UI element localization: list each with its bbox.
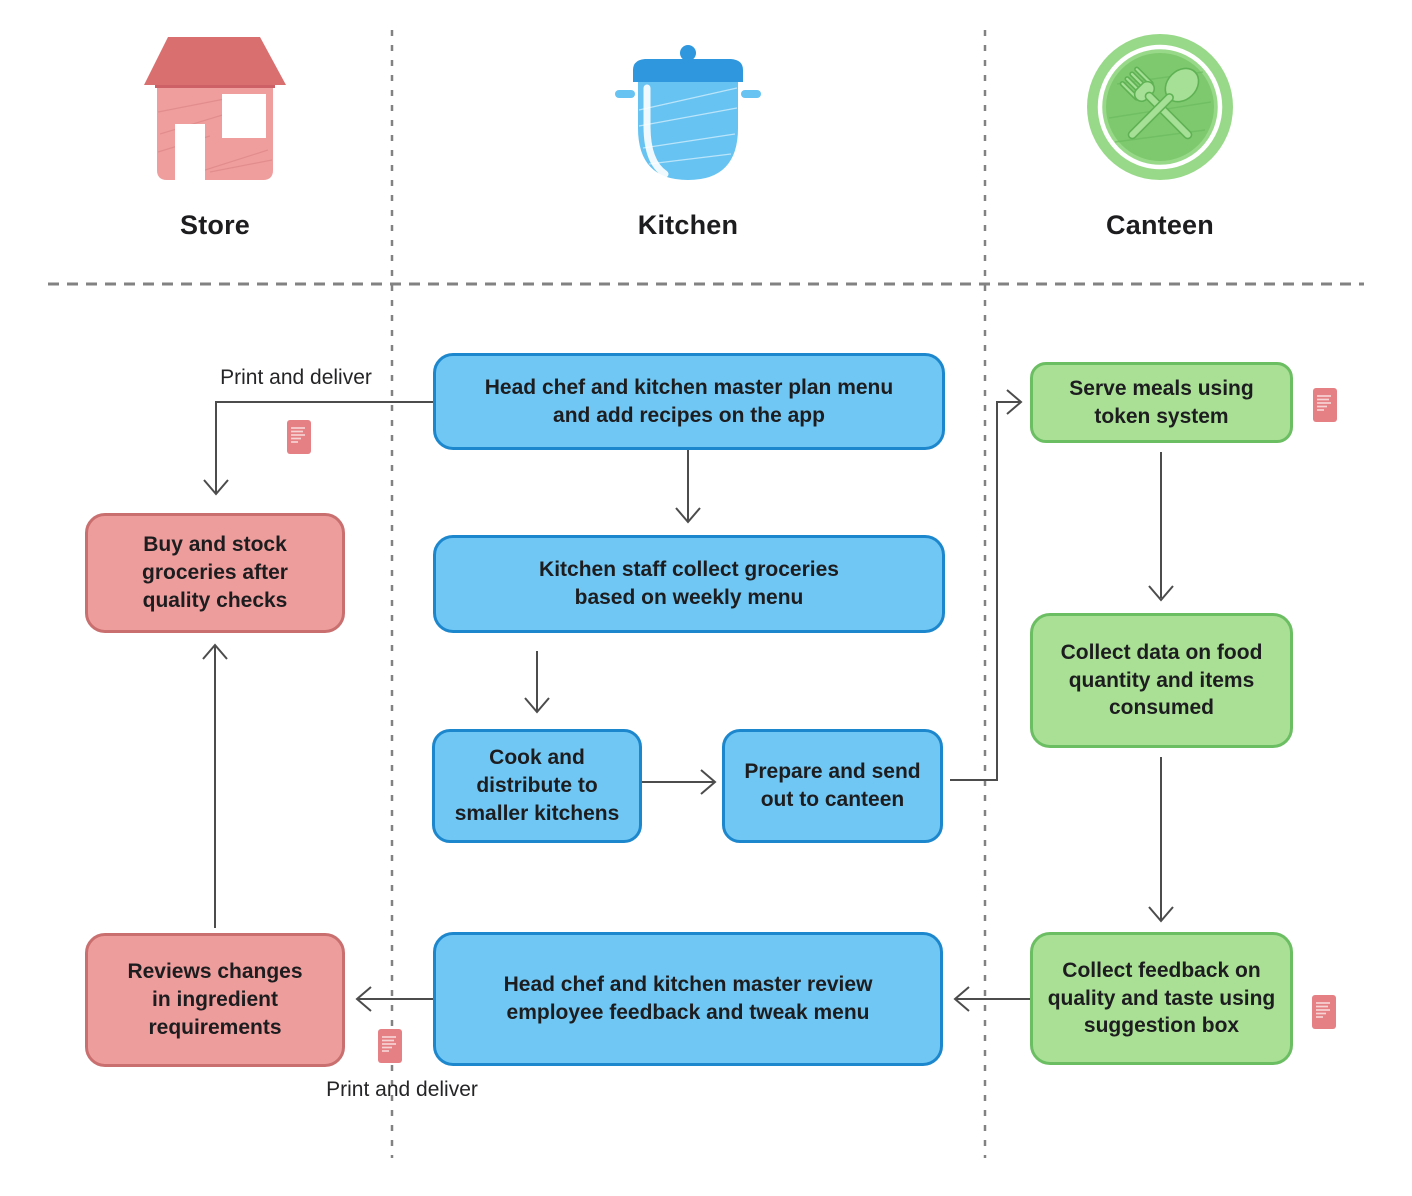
connector-prepare-to-serve xyxy=(950,389,1023,781)
spoon-icon xyxy=(1127,67,1200,140)
node-buy-stock: Buy and stock groceries after quality ch… xyxy=(85,513,345,633)
pot-handle-left xyxy=(615,90,635,98)
node-plan-menu: Head chef and kitchen master plan menu a… xyxy=(433,353,945,450)
connector-serve-to-data xyxy=(1148,452,1174,602)
house-window xyxy=(222,94,266,138)
lane-label-store: Store xyxy=(179,210,251,240)
pot-texture-lines xyxy=(638,87,738,165)
node-serve-meals: Serve meals using token system xyxy=(1030,362,1293,443)
document-icon xyxy=(378,1029,402,1063)
cooking-pot-icon xyxy=(615,45,761,180)
fork-icon xyxy=(1119,66,1193,140)
lane-dividers xyxy=(48,30,1364,1158)
node-collect-data: Collect data on food quantity and items … xyxy=(1030,613,1293,748)
node-collect-feedback: Collect feedback on quality and taste us… xyxy=(1030,932,1293,1065)
connector-groceries-to-cook xyxy=(524,651,550,714)
house-icon xyxy=(144,37,286,180)
connector-cook-to-prepare xyxy=(642,769,717,795)
connector-plan-to-buy-stock xyxy=(203,401,433,496)
house-door xyxy=(175,124,205,180)
connector-changes-to-buy-stock xyxy=(202,643,228,928)
node-prepare-send: Prepare and send out to canteen xyxy=(722,729,943,843)
lane-label-kitchen: Kitchen xyxy=(637,210,739,240)
pot-lid xyxy=(633,59,743,82)
node-cook-distribute: Cook and distribute to smaller kitchens xyxy=(432,729,642,843)
node-collect-groceries: Kitchen staff collect groceries based on… xyxy=(433,535,945,633)
connector-feedback-to-review xyxy=(953,986,1031,1012)
document-icon xyxy=(287,420,311,454)
plate-with-cutlery-icon xyxy=(1087,34,1233,180)
node-review-changes: Reviews changes in ingredient requiremen… xyxy=(85,933,345,1067)
print-and-deliver-label-top: Print and deliver xyxy=(220,366,372,389)
pot-handle-right xyxy=(741,90,761,98)
print-and-deliver-label-bottom: Print and deliver xyxy=(326,1078,478,1101)
connector-data-to-feedback xyxy=(1148,757,1174,923)
connector-review-to-changes xyxy=(355,986,433,1012)
lane-label-canteen: Canteen xyxy=(1106,210,1214,240)
document-icon xyxy=(1313,388,1337,422)
node-review-feedback: Head chef and kitchen master review empl… xyxy=(433,932,943,1066)
document-icon xyxy=(1312,995,1336,1029)
connector-plan-to-groceries xyxy=(675,450,701,524)
